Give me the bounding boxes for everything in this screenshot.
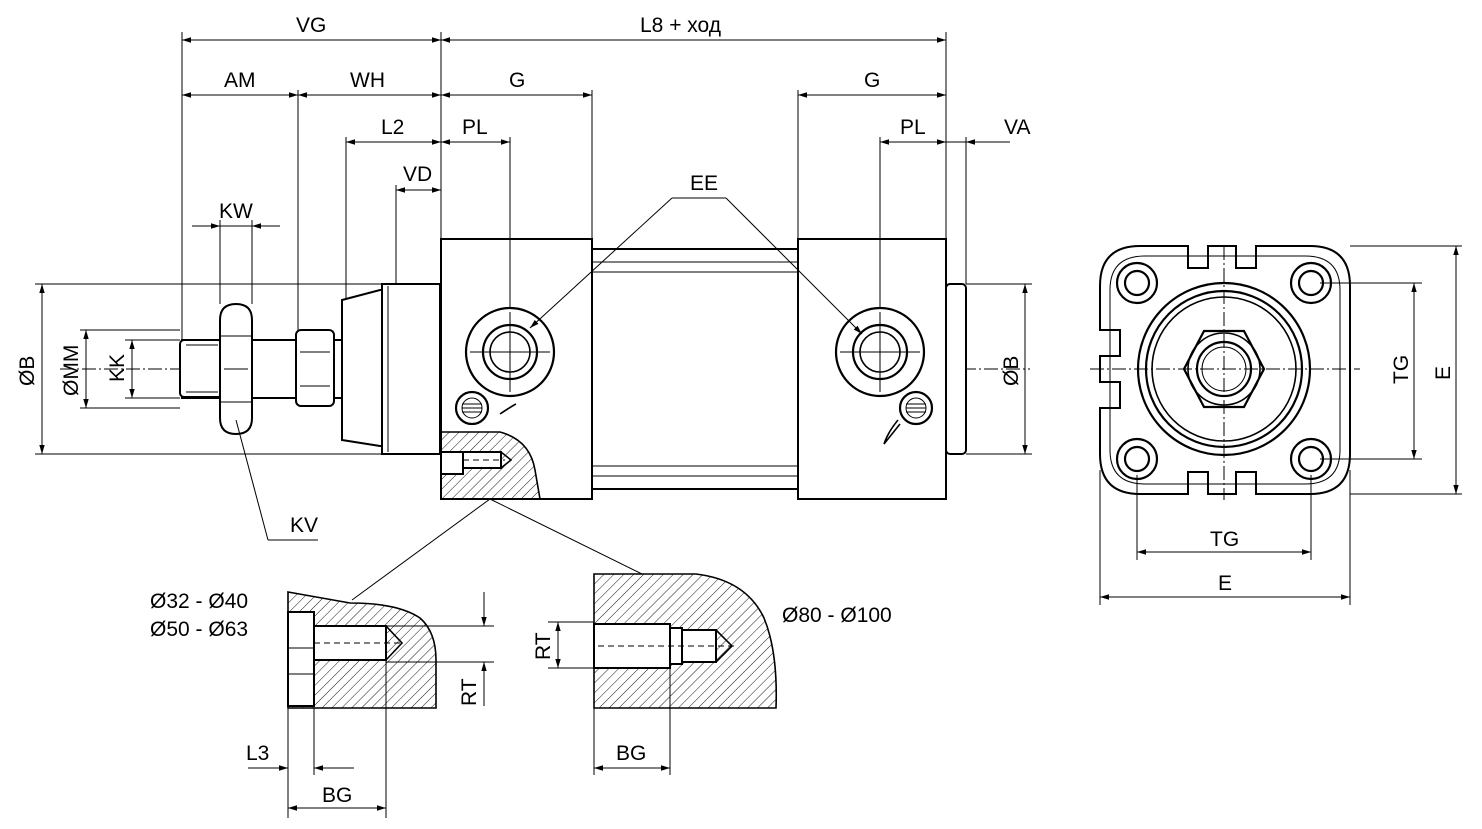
label-tg-vertical: TG <box>1390 355 1413 384</box>
label-ob-right: ØB <box>1000 356 1023 386</box>
label-size-32-40: Ø32 - Ø40 <box>150 590 248 613</box>
label-wh: WH <box>350 69 385 92</box>
rod-gland <box>341 289 385 447</box>
label-ob-left: ØB <box>16 356 39 386</box>
label-g-right: G <box>864 69 880 92</box>
rear-boss <box>945 283 967 455</box>
label-tg-horizontal: TG <box>1210 528 1239 551</box>
label-rt-right: RT <box>532 632 555 660</box>
label-size-50-63: Ø50 - Ø63 <box>150 618 248 641</box>
end-view: TG E TG E <box>1090 245 1462 605</box>
front-air-port <box>464 306 556 398</box>
end-view-hex-nut <box>1182 329 1266 409</box>
label-l2: L2 <box>381 116 404 139</box>
label-pl-right: PL <box>900 116 926 139</box>
rod-bush <box>381 283 441 455</box>
label-size-80-100: Ø80 - Ø100 <box>782 604 892 627</box>
front-cushion-screw <box>454 390 517 426</box>
rod-thread <box>179 339 223 398</box>
label-e-horizontal: E <box>1218 572 1232 595</box>
label-bg-right: BG <box>616 742 646 765</box>
label-ee: EE <box>690 172 718 195</box>
label-kv: KV <box>290 514 318 537</box>
rod-wrench-flats <box>295 329 335 407</box>
label-kw: KW <box>219 200 253 223</box>
label-omm: ØMM <box>60 345 83 396</box>
barrel <box>591 248 799 490</box>
label-g-left: G <box>509 69 525 92</box>
detail-large-bore: Ø80 - Ø100 RT BG <box>532 573 892 775</box>
label-pl-left: PL <box>462 116 488 139</box>
bolt-top-left <box>1115 261 1159 305</box>
label-rt-left: RT <box>458 678 481 706</box>
label-e-vertical: E <box>1432 366 1455 380</box>
detail-small-bore: Ø32 - Ø40 Ø50 - Ø63 RT L3 BG <box>150 590 494 818</box>
side-view: VG L8 + ход AM WH G G L2 PL PL VA VD EE … <box>16 14 1032 601</box>
rear-end-cap <box>797 238 947 500</box>
label-vd: VD <box>403 163 432 186</box>
label-kk: KK <box>106 354 129 382</box>
label-vg: VG <box>296 14 326 37</box>
label-l8-stroke: L8 + ход <box>640 14 721 37</box>
label-va: VA <box>1004 116 1030 139</box>
label-am: AM <box>224 69 256 92</box>
rear-cushion-screw <box>883 390 934 445</box>
label-l3: L3 <box>246 742 269 765</box>
label-bg-left: BG <box>322 784 352 807</box>
